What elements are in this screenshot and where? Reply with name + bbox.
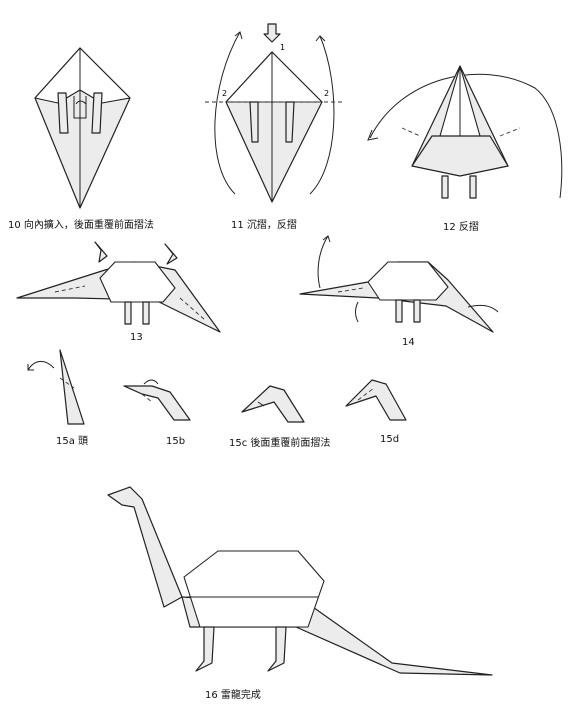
step-12-caption: 12 反摺 — [443, 222, 479, 233]
step-14-caption: 14 — [402, 337, 415, 348]
marker-2-left: 2 — [222, 89, 227, 98]
step-15b-caption: 15b — [166, 436, 186, 447]
step-15c-figure — [240, 380, 308, 428]
step-11-figure: 1 2 2 — [200, 23, 350, 219]
step-16-diagram — [107, 486, 493, 676]
step-14-diagram — [299, 235, 499, 333]
step-15a-diagram — [27, 349, 85, 425]
step-10-diagram — [34, 47, 131, 209]
step-13-diagram — [16, 241, 221, 333]
step-16-figure — [100, 485, 500, 680]
step-15d-figure — [344, 374, 410, 424]
step-11-caption: 11 沉摺，反摺 — [231, 220, 297, 231]
step-15a-figure — [24, 348, 94, 428]
step-15b-figure — [122, 378, 194, 426]
step-10-figure — [30, 38, 140, 218]
step-12-diagram — [367, 65, 563, 199]
step-15b-diagram — [123, 379, 191, 421]
step-12-figure — [360, 58, 575, 208]
step-10-caption: 10 向內擴入，後面重覆前面摺法 — [8, 220, 154, 231]
marker-1: 1 — [280, 43, 285, 52]
marker-2-right: 2 — [324, 89, 329, 98]
step-15c-diagram — [241, 385, 305, 423]
step-16-caption: 16 雷龍完成 — [205, 690, 261, 701]
step-13-caption: 13 — [130, 332, 143, 343]
step-15c-caption: 15c 後面重覆前面摺法 — [229, 438, 331, 449]
step-15d-caption: 15d — [380, 434, 400, 445]
step-15d-diagram — [345, 379, 407, 421]
step-14-figure — [298, 232, 513, 342]
step-15a-caption: 15a 頭 — [56, 436, 89, 447]
step-11-diagram: 1 2 2 — [205, 23, 345, 203]
step-13-figure — [15, 240, 225, 333]
